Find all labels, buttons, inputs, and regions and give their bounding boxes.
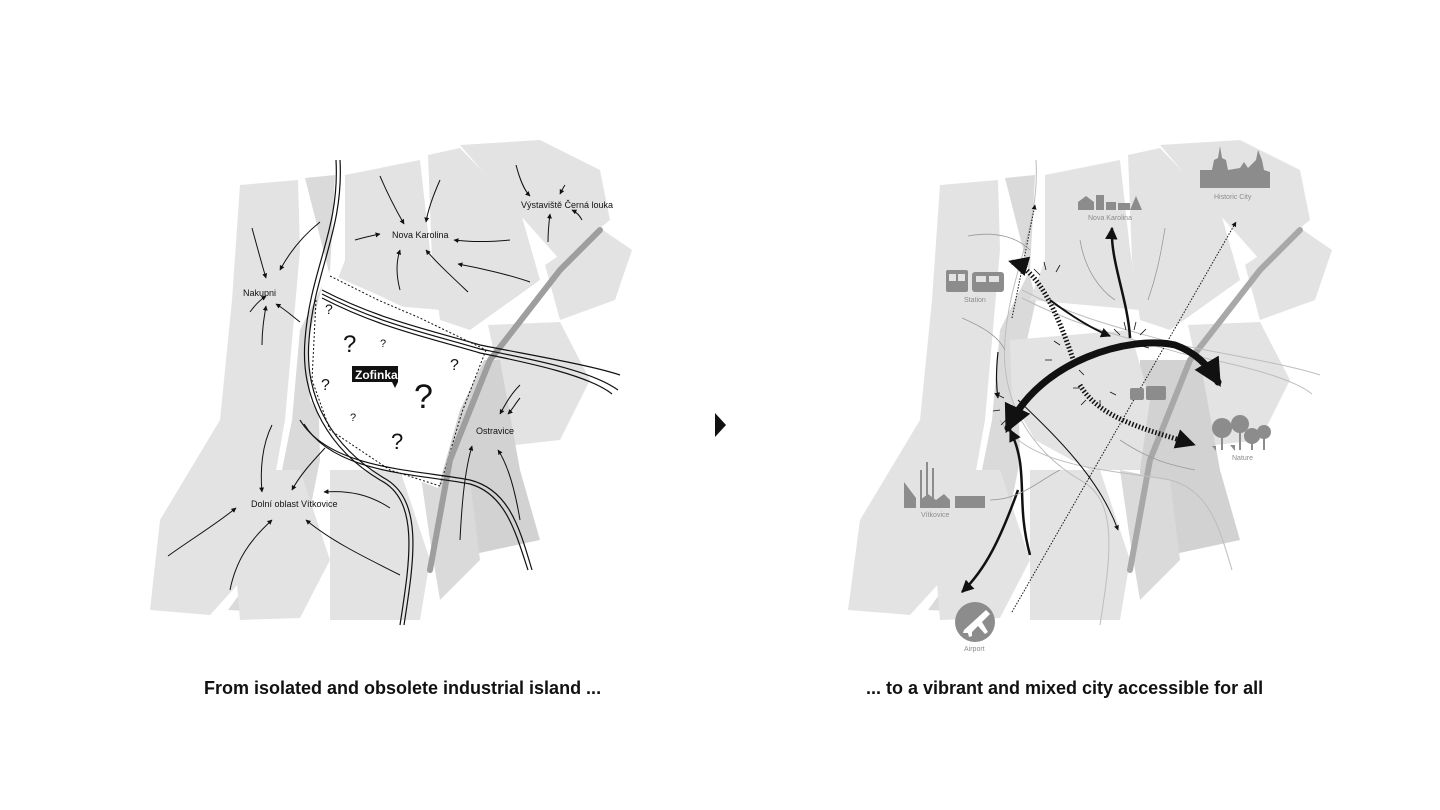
question-mark: ? [325, 301, 333, 317]
label-ostravice: Ostravice [476, 426, 514, 436]
nature-trees-icon [1212, 415, 1271, 451]
question-marks: ? ? ? ? ? ? ? ? [321, 301, 459, 454]
transition-arrow-icon [715, 413, 726, 437]
question-mark: ? [450, 357, 459, 374]
label-nature: Nature [1232, 455, 1253, 462]
question-mark: ? [380, 338, 386, 350]
island-border-west [311, 299, 441, 487]
caption-left: From isolated and obsolete industrial is… [204, 678, 602, 698]
activity-ticks [992, 261, 1150, 426]
right-city-blocks [848, 140, 1332, 620]
right-arrows [961, 226, 1132, 593]
caption-right: ... to a vibrant and mixed city accessib… [866, 678, 1264, 698]
zofinka-island [308, 272, 490, 488]
dotted-vertical-line [1011, 204, 1037, 319]
label-station: Station [964, 297, 986, 304]
right-map: Nova Karolina Historic City Station Natu… [848, 140, 1332, 653]
zofinka-label-bg [352, 366, 398, 382]
main-connection-arc [1004, 339, 1222, 434]
zofinka-label: Zofinka [355, 368, 398, 382]
question-mark: ? [343, 331, 356, 358]
label-dolni-oblast: Dolní oblast Vítkovice [251, 499, 338, 509]
label-vystaviste: Výstaviště Černá louka [521, 200, 613, 210]
question-mark: ? [414, 378, 433, 416]
left-map: ? ? ? ? ? ? ? ? Zofinka Nakupni Nova Kar… [150, 140, 632, 626]
label-historic-city: Historic City [1214, 194, 1252, 201]
left-arrows [167, 164, 583, 591]
left-river [427, 227, 603, 573]
nova-karolina-skyline-icon [1078, 195, 1142, 210]
question-mark: ? [391, 429, 403, 454]
label-nova-karolina-right: Nova Karolina [1088, 215, 1132, 222]
tram-icon [1130, 386, 1166, 400]
question-mark: ? [321, 377, 330, 394]
label-airport: Airport [964, 646, 985, 653]
airport-icon [955, 602, 995, 642]
island-border-north [329, 275, 487, 351]
vitkovice-industry-icon [904, 462, 985, 508]
question-mark: ? [350, 412, 356, 424]
historic-city-icon [1200, 146, 1270, 188]
label-nakupni: Nakupni [243, 288, 276, 298]
station-icon [946, 270, 1004, 292]
thin-connectors [961, 227, 1196, 501]
hatched-route-north [1008, 256, 1078, 366]
left-city-blocks [150, 140, 632, 620]
label-vitkovice: Vítkovice [921, 512, 950, 519]
label-nova-karolina: Nova Karolina [392, 230, 449, 240]
zofinka-pin [392, 382, 398, 388]
